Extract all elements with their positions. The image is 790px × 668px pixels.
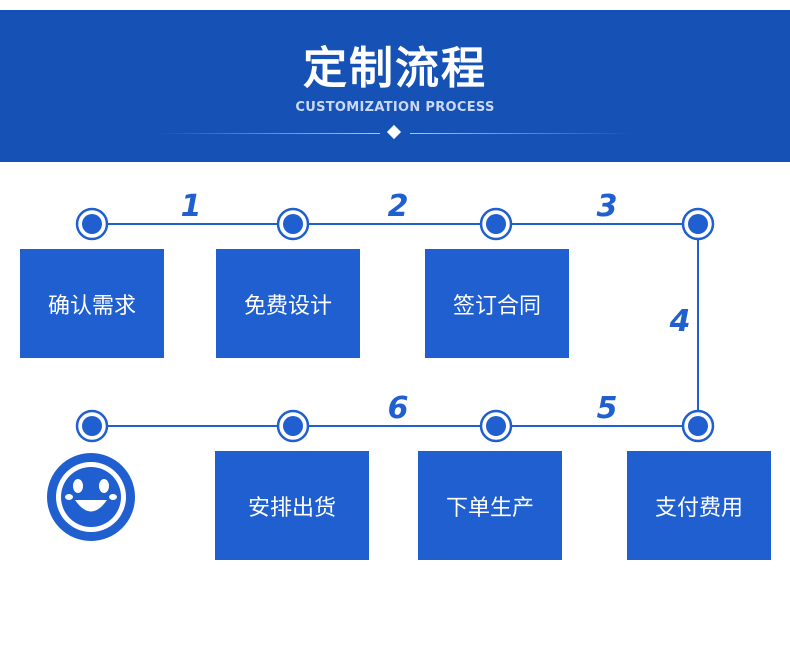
step-box-1: 确认需求 (20, 249, 164, 358)
circle-node-icon (276, 207, 310, 241)
circle-node-icon (75, 207, 109, 241)
step-box-6: 安排出货 (215, 451, 369, 560)
divider-line-left (158, 133, 380, 134)
circle-node-icon (479, 409, 513, 443)
step-number-2: 2 (387, 189, 409, 224)
circle-node-icon (681, 207, 715, 241)
step-number-6: 6 (387, 391, 409, 426)
divider-line-right (410, 133, 632, 134)
circle-node-icon (681, 409, 715, 443)
step-number-1: 1 (180, 189, 202, 224)
circle-node-icon (479, 207, 513, 241)
flow-nodes (75, 207, 715, 443)
smiley-face-icon (47, 453, 135, 541)
circle-node-icon (276, 409, 310, 443)
step-box-2: 免费设计 (216, 249, 360, 358)
step-number-5: 5 (596, 391, 618, 426)
page-subtitle: CUSTOMIZATION PROCESS (295, 100, 495, 115)
circle-node-icon (75, 409, 109, 443)
header-banner: 定制流程 CUSTOMIZATION PROCESS (0, 10, 790, 162)
step-number-4: 4 (669, 304, 691, 339)
step-box-3: 签订合同 (425, 249, 569, 358)
step-number-3: 3 (596, 189, 618, 224)
connector-lines (92, 223, 699, 427)
step-box-5: 下单生产 (418, 451, 562, 560)
step-box-4: 支付费用 (627, 451, 771, 560)
page-title: 定制流程 (303, 43, 487, 94)
